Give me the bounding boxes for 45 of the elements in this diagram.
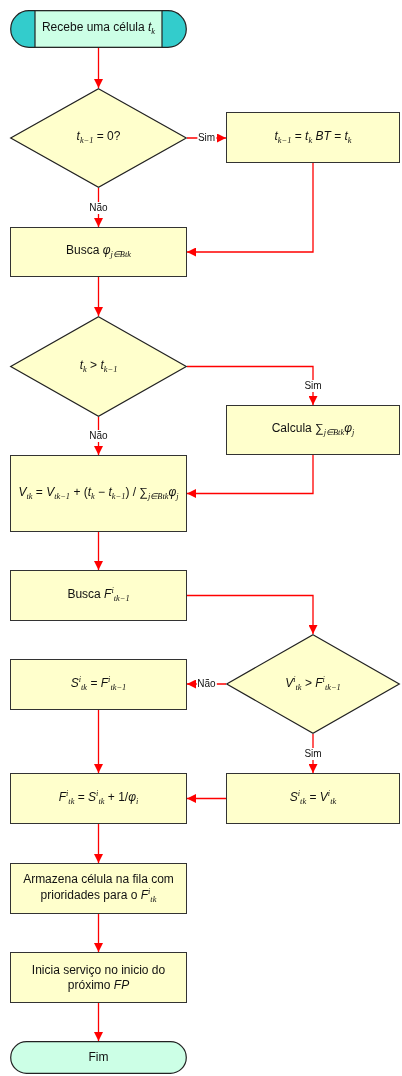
arrow [94, 47, 103, 89]
arrow [94, 187, 103, 228]
process-box [226, 773, 400, 824]
arrow [94, 709, 103, 774]
decision-diamond [10, 316, 187, 417]
arrow [94, 276, 103, 317]
process-box [10, 659, 187, 710]
decision-diamond [10, 88, 187, 188]
arrow [94, 1002, 103, 1042]
node-text: Calcula ∑$_{j∈Btk}$φ$_{j}$ [270, 421, 356, 439]
process-box [10, 863, 187, 914]
edge-label: Não [88, 430, 109, 442]
node-text: Fim [87, 1050, 110, 1065]
process-box [10, 455, 187, 532]
edge-label: Sim [196, 132, 217, 144]
arrow [186, 794, 227, 803]
arrow [186, 162, 314, 257]
edge-label: Sim [303, 379, 323, 392]
arrow [94, 416, 103, 456]
arrow [186, 454, 314, 498]
node-text: F$^{i}$$_{tk}$ = S$^{i}$$_{tk}$ + 1/φ$_{i}$ [57, 789, 140, 808]
node-text: t$_{k−1}$ = 0? [75, 129, 122, 147]
process-box [10, 227, 187, 277]
edge-label: Não [88, 201, 109, 214]
process-box [10, 570, 187, 621]
process-box [10, 773, 187, 824]
process-box [226, 405, 400, 455]
edge-label: Sim [303, 747, 323, 760]
node-text: Busca φ$_{j∈Btk}$ [65, 243, 132, 261]
node-text: Recebe uma célula t$_{k}$ [40, 20, 157, 38]
node-text: t$_{k}$ > t$_{k−1}$ [78, 357, 119, 376]
terminal-shape [10, 1041, 187, 1074]
node-text: Inicia serviço no inicio do próximo FP [30, 962, 167, 993]
arrow [94, 823, 103, 864]
arrow [186, 594, 318, 635]
node-text: V$_{tk}$ = V$_{tk−1}$ + (t$_{k}$ − t$_{k−1}$) / ∑$_{j∈Btk}$φ$_{j}$ [17, 484, 180, 503]
decision-diamond [226, 634, 400, 734]
terminal-shape [10, 10, 187, 48]
process-box [226, 112, 400, 163]
node-text: t$_{k−1}$ = t$_{k}$ BT = t$_{k}$ [273, 128, 353, 147]
arrow [94, 531, 103, 571]
edge-label: Não [196, 678, 217, 690]
arrow [94, 913, 103, 953]
arrow [186, 365, 318, 406]
process-box [10, 952, 187, 1003]
